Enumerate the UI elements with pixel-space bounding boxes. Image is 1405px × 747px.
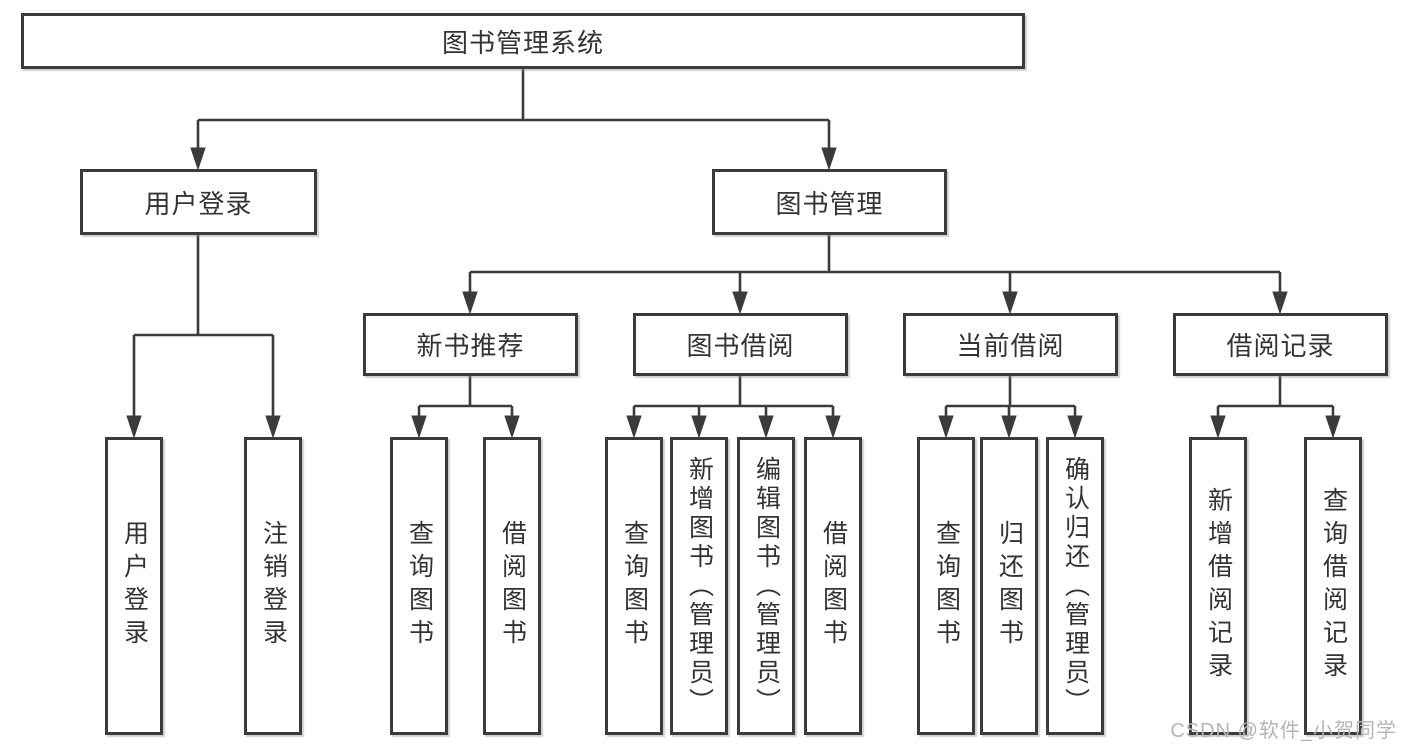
- node-borrowing-records: 借阅记录: [1173, 313, 1388, 376]
- node-logout-leaf: 注销登录: [244, 437, 302, 735]
- node-user-login-branch: 用户登录: [80, 169, 317, 235]
- node-label: 图书借阅: [686, 331, 795, 361]
- node-label: 图书管理系统: [441, 27, 604, 58]
- node-book-management: 图书管理: [712, 169, 947, 235]
- node-query-books-borrow: 查询图书: [605, 437, 663, 735]
- node-label: 查询借阅记录: [1319, 487, 1348, 685]
- node-label: 新增图书（管理员）: [685, 455, 714, 717]
- node-query-books-current: 查询图书: [917, 437, 975, 735]
- node-label: 确认归还（管理员）: [1061, 455, 1090, 717]
- node-label: 新增借阅记录: [1204, 487, 1233, 685]
- node-label: 借阅记录: [1226, 331, 1335, 361]
- node-label: 查询图书: [620, 520, 649, 652]
- node-label: 归还图书: [995, 520, 1024, 652]
- node-label: 查询图书: [932, 520, 961, 652]
- node-query-borrow-record: 查询借阅记录: [1304, 437, 1362, 735]
- node-return-books: 归还图书: [980, 437, 1038, 735]
- csdn-watermark: CSDN @软件_小贺同学: [1170, 720, 1397, 742]
- node-root-system: 图书管理系统: [21, 13, 1025, 69]
- node-borrow-books-leaf: 借阅图书: [804, 437, 862, 735]
- node-current-borrowing: 当前借阅: [903, 313, 1118, 376]
- node-label: 新书推荐: [416, 331, 525, 361]
- node-edit-books-admin: 编辑图书（管理员）: [737, 437, 795, 735]
- node-label: 图书管理: [775, 188, 884, 219]
- node-label: 注销登录: [259, 520, 288, 652]
- node-borrow-books-recommend: 借阅图书: [483, 437, 541, 735]
- node-label: 用户登录: [120, 520, 149, 652]
- node-label: 查询图书: [405, 520, 434, 652]
- node-new-book-recommendation: 新书推荐: [363, 313, 578, 376]
- node-add-borrow-record: 新增借阅记录: [1189, 437, 1247, 735]
- node-confirm-return-admin: 确认归还（管理员）: [1046, 437, 1104, 735]
- node-book-borrowing: 图书借阅: [633, 313, 848, 376]
- node-add-books-admin: 新增图书（管理员）: [670, 437, 728, 735]
- node-label: 借阅图书: [819, 520, 848, 652]
- node-label: 当前借阅: [956, 331, 1065, 361]
- node-label: 编辑图书（管理员）: [752, 455, 781, 717]
- node-label: 借阅图书: [498, 520, 527, 652]
- node-label: 用户登录: [144, 188, 253, 219]
- node-query-books-recommend: 查询图书: [390, 437, 448, 735]
- node-user-login-leaf: 用户登录: [105, 437, 163, 735]
